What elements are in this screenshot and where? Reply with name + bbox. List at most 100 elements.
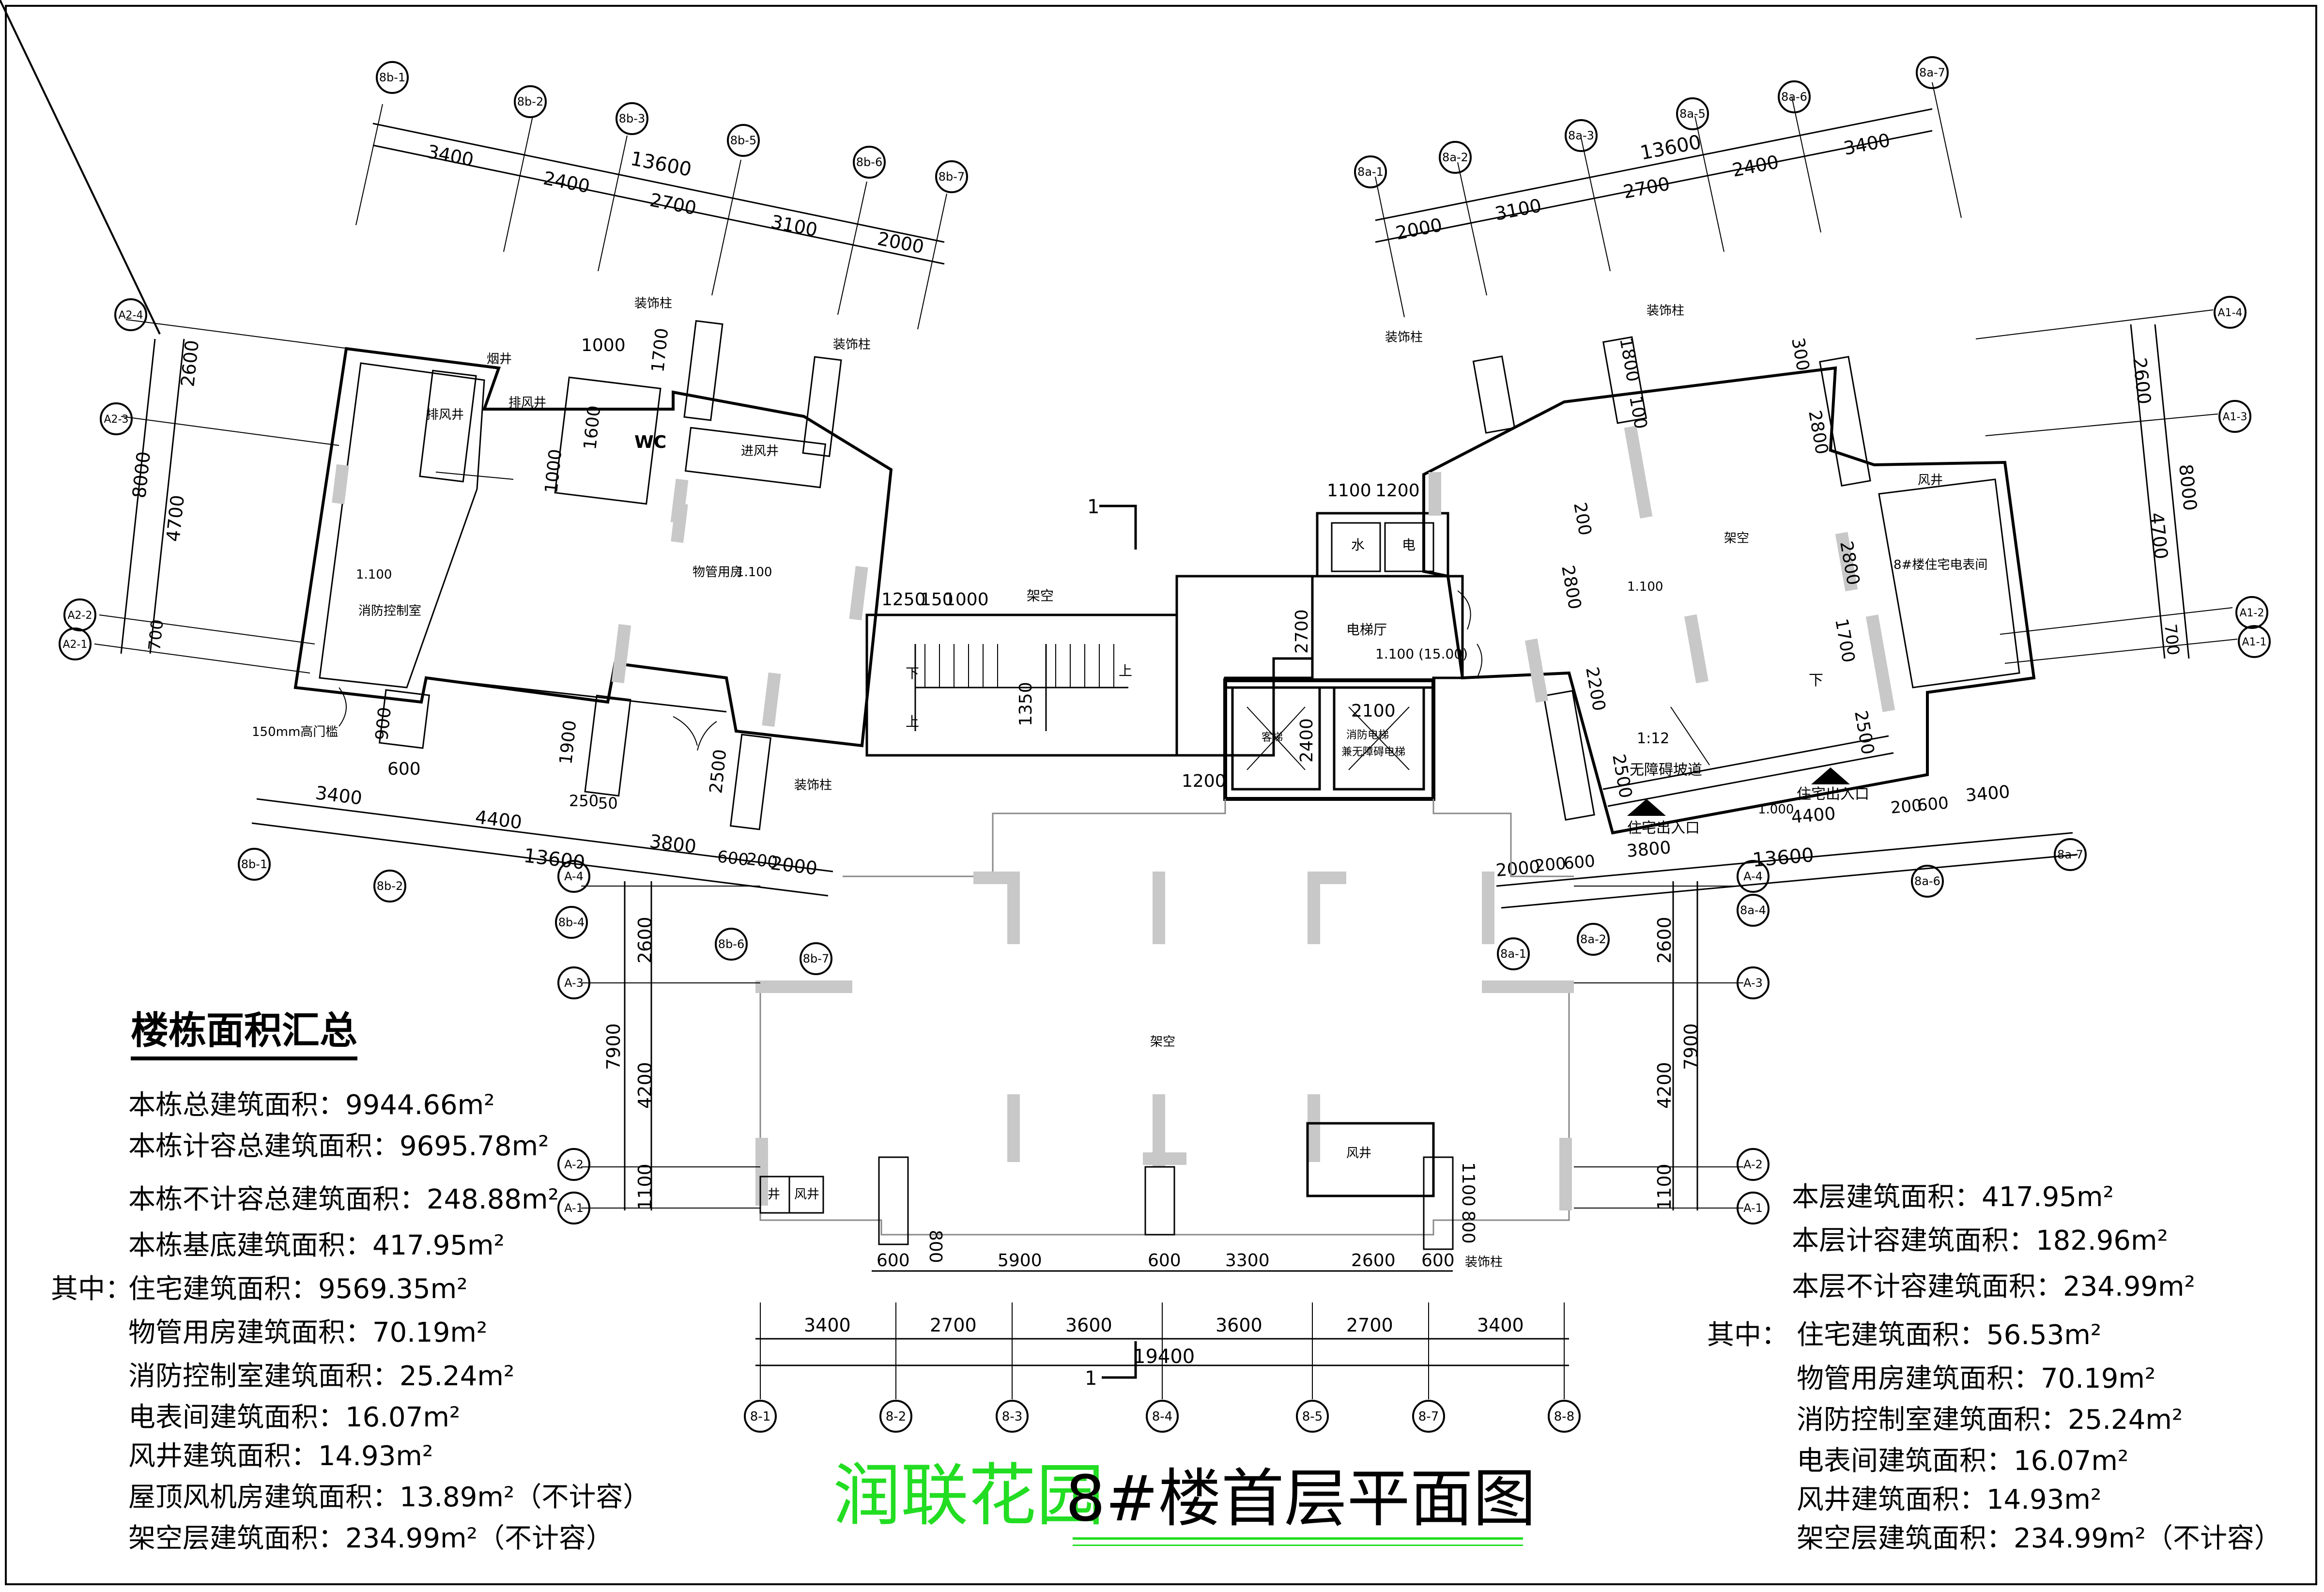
summary-among-label: 其中： [51, 1273, 132, 1305]
axis-bubble-8a-1-bottom: 8a-1 [1500, 947, 1526, 961]
label-overhead-right: 架空 [1724, 531, 1749, 546]
left-wing-bottom-dimension-chain: 13600 3400 4400 3800 600 200 2000 [251, 782, 833, 897]
lower-area-dim-text: 800 800 1100 [925, 1162, 1478, 1263]
label-decor-column-1: 装饰柱 [634, 296, 672, 311]
left-wing-labels: 消防控制室 物管用房 烟井 排风井 排风井 进风井 WC 装饰柱 装饰柱 装饰柱… [252, 296, 871, 793]
dim-misc-15: 2400 [1297, 718, 1317, 763]
axis-bubble-8b-3: 8b-3 [619, 112, 645, 125]
axis-bubble-A-2-right: A-2 [1743, 1158, 1763, 1171]
core-labels: 架空 电梯厅 1.100 (15.00) 水 电 客梯 消防电梯 兼无障碍电梯 … [906, 496, 1468, 758]
dim-top-left-seg-5: 2000 [876, 228, 925, 258]
dim-bottom-seg-6: 3400 [1477, 1315, 1524, 1336]
top-right-dimension-chain: 13600 2000 3100 2700 2400 3400 [1375, 82, 1962, 318]
left-lower-dimension-chain: 7900 2600 4200 1100 [581, 881, 760, 1210]
label-electric: 电 [1402, 537, 1416, 553]
dim-misc-24: 1800 [1616, 336, 1643, 383]
axis-bubble-A2-2: A2-2 [68, 610, 92, 622]
axis-bubble-8b-1-bottom: 8b-1 [241, 857, 267, 871]
axis-bubble-A-2-left: A-2 [564, 1158, 584, 1171]
label-door-sill: 150mm高门槛 [252, 725, 338, 739]
entrance-arrow-1 [1627, 799, 1666, 816]
floor-summary-sub-1: 住宅建筑面积：56.53m² [1797, 1319, 2102, 1351]
axis-bubble-A-3-left: A-3 [564, 976, 584, 990]
axis-bubble-8b-1: 8b-1 [379, 71, 405, 84]
left-wing-dim-text: 1000 1700 1600 1000 900 600 1900 250 50 … [372, 327, 730, 812]
dim-left-wing-bottom-3: 3800 [648, 830, 697, 857]
label-overhead-core: 架空 [1027, 588, 1054, 604]
label-ramp-slope: 1:12 [1637, 730, 1669, 747]
dim-misc-32: 800 [1458, 1210, 1478, 1244]
axis-bubble-8-5: 8-5 [1302, 1409, 1323, 1424]
dim-left-lower-3: 1100 [634, 1163, 656, 1210]
dim-right-wing-bottom-2: 200 [1534, 854, 1567, 876]
dim-top-left-seg-1: 3400 [425, 141, 475, 171]
room-label-fire-control: 消防控制室 [358, 604, 421, 618]
summary-line-3: 本栋不计容总建筑面积：248.88m² [128, 1184, 559, 1215]
summary-sub-5: 风井建筑面积：14.93m² [128, 1440, 433, 1472]
dim-top-left-seg-4: 3100 [769, 211, 819, 241]
dim-misc-4: 900 [372, 706, 395, 741]
axis-bubble-8b-6: 8b-6 [856, 155, 882, 169]
floor-summary-sub-4: 电表间建筑面积：16.07m² [1797, 1445, 2129, 1477]
dim-left-upper-1: 2600 [177, 339, 203, 388]
label-stair-up-2: 上 [906, 714, 919, 730]
dim-misc-33: 1100 [1458, 1162, 1478, 1207]
stair-treads [924, 644, 1114, 688]
dim-left-wing-bottom-5: 200 [745, 849, 779, 873]
summary-sub-7: 架空层建筑面积：234.99m²（不计容） [128, 1523, 613, 1554]
level-fire-control: 1.100 [356, 567, 392, 582]
right-upper-dimension-chain: 8000 2600 4700 700 [1975, 309, 2238, 664]
dim-top-right-total: 13600 [1638, 131, 1703, 164]
dim-left-lower-1: 2600 [634, 917, 656, 964]
label-decor-column-right-2: 装饰柱 [1647, 304, 1684, 318]
bottom-axis-bubbles: 8-1 8-2 8-3 8-4 8-5 8-7 8-8 [744, 1400, 1581, 1433]
left-lower-axis-bubbles: A-4 A-3 A-2 A-1 [557, 860, 590, 1225]
dim-misc-19: 1200 [1375, 481, 1420, 501]
top-right-axis-bubbles: 8a-1 8a-2 8a-3 8a-5 8a-6 8a-7 [1354, 56, 1949, 188]
dim-top-right-seg-3: 2700 [1621, 173, 1671, 203]
top-left-axis-bubbles: 8b-1 8b-2 8b-3 8b-5 8b-6 8b-7 [376, 61, 968, 193]
left-upper-axis-bubbles: A2-4 A2-3 A2-2 A2-1 [59, 298, 147, 660]
section-mark-bottom: 1 [1085, 1367, 1097, 1390]
label-decor-column-lower: 装饰柱 [1465, 1255, 1503, 1270]
dim-left-upper-2: 4700 [162, 494, 188, 543]
summary-line-2: 本栋计容总建筑面积：9695.78m² [128, 1131, 549, 1162]
right-wing-bottom-axis-bubbles: 8a-1 8a-2 8a-4 8a-6 8a-7 [1497, 838, 2087, 970]
dim-left-lower-2: 4200 [634, 1062, 656, 1109]
dim-right-upper-2: 4700 [2146, 511, 2172, 560]
dim-top-right-seg-1: 2000 [1394, 214, 1444, 244]
right-lower-dimension-chain: 7900 2600 4200 1100 [1574, 881, 1743, 1210]
lower-area-labels: 架空 风井 井 风井 装饰柱 [768, 1035, 1503, 1270]
dim-misc-27: 2800 [1804, 409, 1831, 456]
dim-top-left-seg-2: 2400 [541, 168, 591, 198]
entrance-arrow-2 [1811, 767, 1850, 784]
axis-bubble-8-2: 8-2 [886, 1409, 906, 1424]
summary-sub-4: 电表间建筑面积：16.07m² [128, 1402, 461, 1433]
axis-bubble-8b-7-bottom: 8b-7 [803, 952, 829, 965]
dim-bottom-inner-1: 600 [877, 1251, 910, 1271]
floor-summary-among-label: 其中： [1707, 1319, 1788, 1351]
label-elevator-note: 兼无障碍电梯 [1341, 746, 1405, 758]
label-supply-shaft: 进风井 [741, 444, 779, 459]
dim-misc-3: 1000 [541, 448, 566, 494]
right-wing-dim-text: 200 2800 2200 2500 1800 100 300 2800 170… [1557, 336, 1878, 799]
sheet-border [5, 5, 2317, 1585]
dim-right-wing-bottom-8: 3400 [1965, 782, 2011, 806]
label-air-shaft-right: 风井 [1918, 473, 1943, 488]
axis-bubble-8a-4-bottom: 8a-4 [1740, 903, 1766, 917]
dim-misc-5: 600 [387, 759, 421, 779]
label-overhead-lower: 架空 [1150, 1035, 1175, 1049]
summary-sub-1: 住宅建筑面积：9569.35m² [128, 1273, 468, 1305]
axis-bubble-A2-4: A2-4 [119, 309, 143, 321]
dim-top-right-seg-4: 2400 [1730, 151, 1780, 181]
label-water: 水 [1351, 537, 1365, 553]
dim-bottom-inner-6: 600 [1421, 1251, 1455, 1271]
summary-title: 楼栋面积汇总 [131, 1012, 358, 1060]
floor-summary-line-2: 本层计容建筑面积：182.96m² [1792, 1225, 2168, 1256]
axis-bubble-A-3-right: A-3 [1743, 976, 1763, 990]
dim-right-lower-2: 4200 [1654, 1062, 1675, 1109]
dim-right-wing-bottom-4: 3800 [1626, 838, 1672, 861]
floor-summary-sub-6: 架空层建筑面积：234.99m²（不计容） [1797, 1523, 2281, 1554]
axis-bubble-8a-7: 8a-7 [1919, 66, 1945, 79]
dim-misc-9: 2500 [706, 749, 730, 795]
